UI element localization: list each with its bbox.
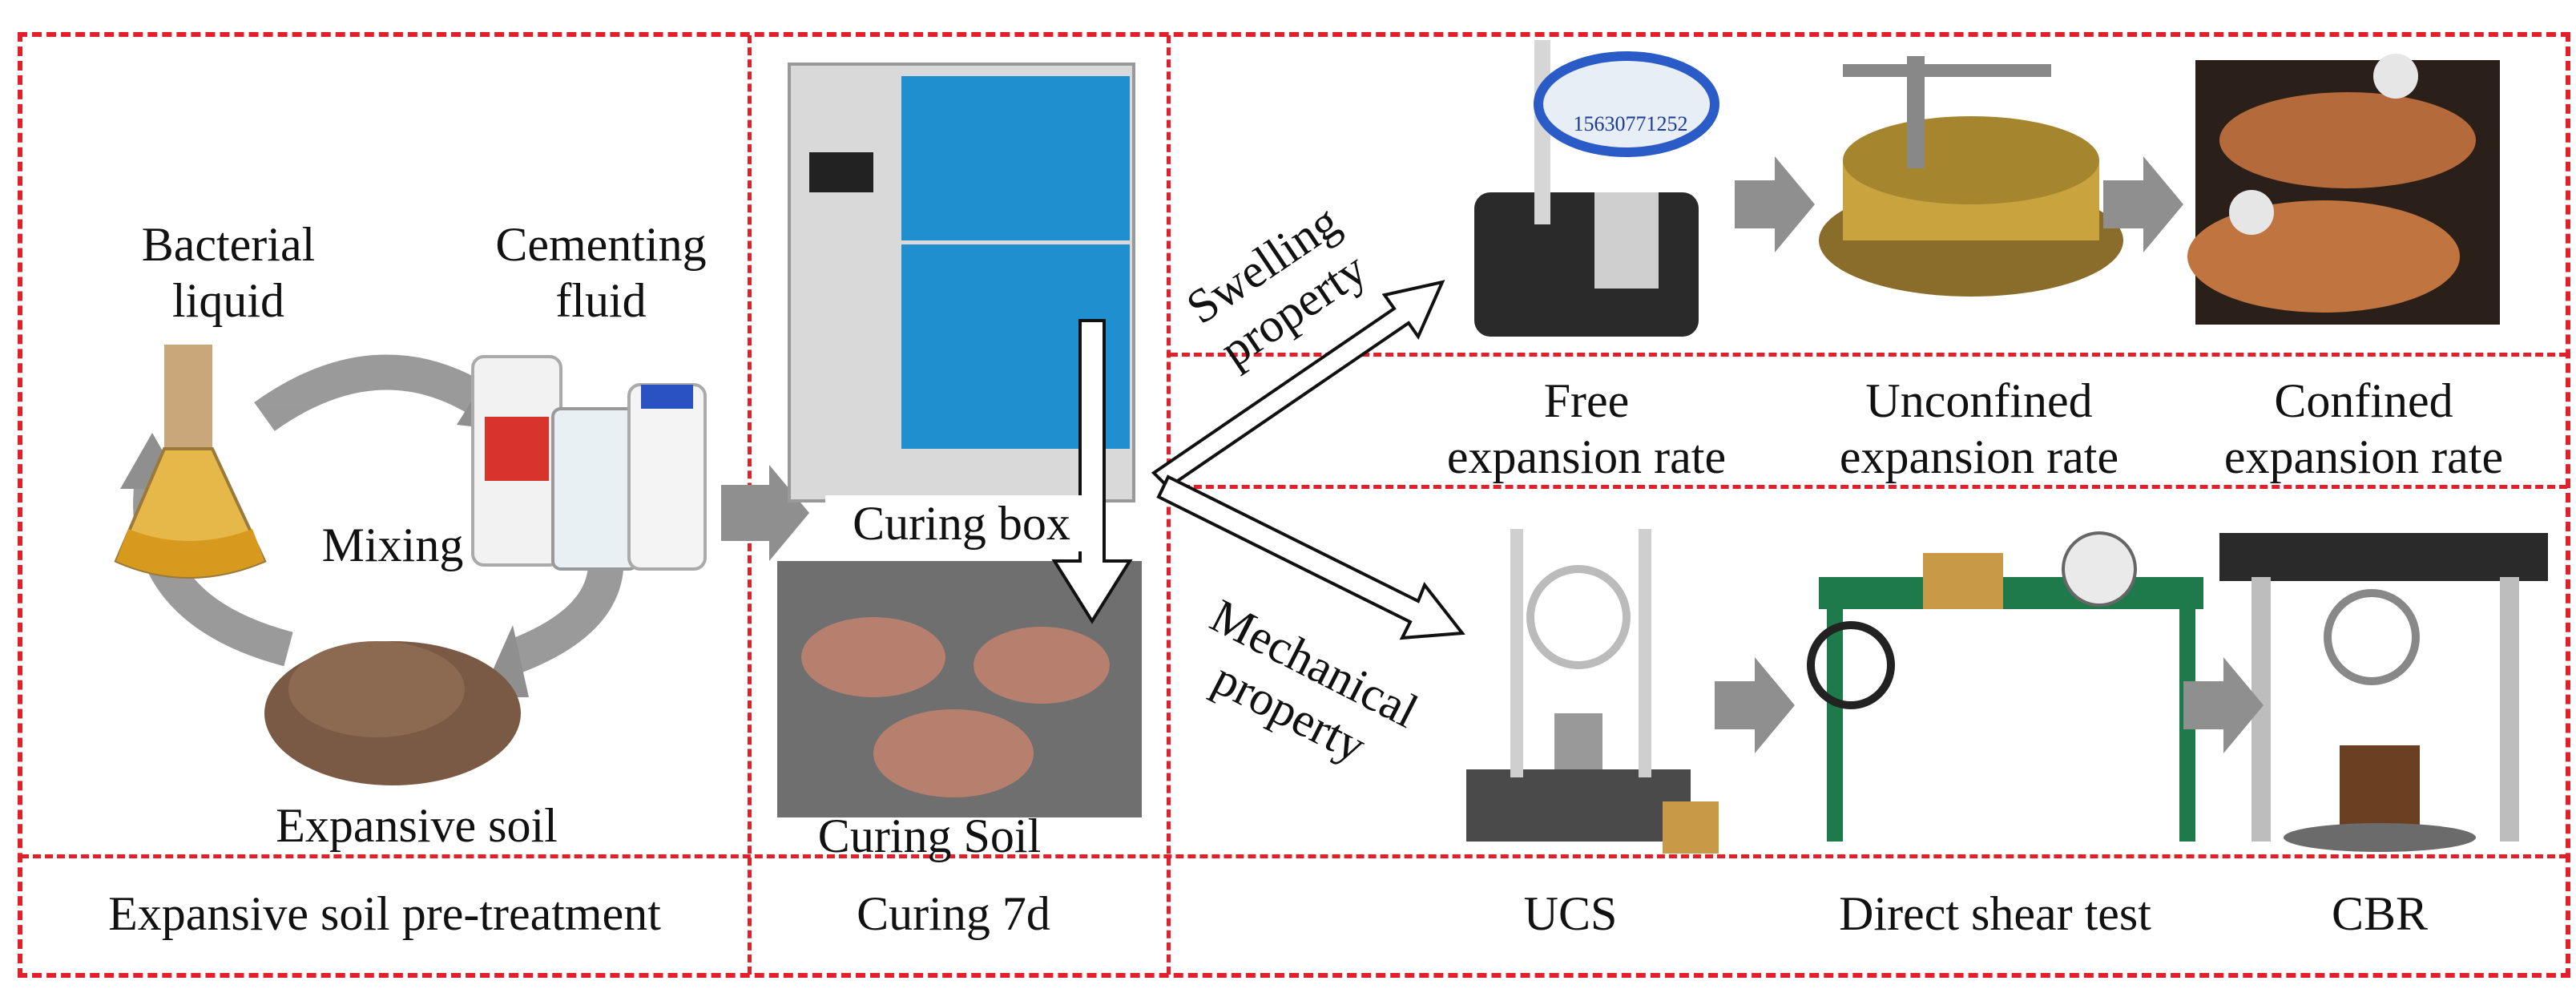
bacterial-flask-icon bbox=[114, 345, 267, 579]
curing-box-icon bbox=[788, 63, 1135, 503]
outer-dashed-frame bbox=[18, 32, 2570, 978]
free-expansion-device-icon bbox=[1474, 40, 1719, 337]
free-expansion-label: Free expansion rate bbox=[1446, 374, 1727, 483]
mixing-label: Mixing bbox=[321, 519, 464, 571]
curing-section-label: Curing 7d bbox=[857, 887, 1050, 940]
bacterial-liquid-label: Bacterial liquid bbox=[141, 218, 316, 327]
direct-shear-device-icon bbox=[1807, 531, 2203, 842]
curing-box-label: Curing box bbox=[825, 495, 1098, 551]
cementing-fluid-label: Cementing fluid bbox=[495, 218, 707, 327]
arrow-box-to-soil bbox=[1051, 319, 1133, 624]
ucs-device-icon bbox=[1466, 529, 1719, 854]
direct-shear-label: Direct shear test bbox=[1839, 887, 2151, 940]
unconfined-expansion-label: Unconfined expansion rate bbox=[1839, 374, 2119, 483]
unconfined-expansion-device-icon bbox=[1819, 56, 2123, 297]
arrow-ucs-to-shear bbox=[1715, 657, 1795, 753]
cementing-bottles-icon bbox=[471, 355, 707, 571]
cbr-device-icon bbox=[2219, 533, 2548, 852]
curing-soil-label: Curing Soil bbox=[817, 809, 1042, 862]
expansive-soil-label: Expansive soil bbox=[276, 799, 558, 852]
divider-swelling-photos bbox=[1170, 353, 2567, 357]
arrow-to-mechanical bbox=[1156, 474, 1465, 640]
pretreatment-section-label: Expansive soil pre-treatment bbox=[108, 887, 661, 940]
arrow-free-to-unconfined bbox=[1735, 156, 1815, 252]
arrow-shear-to-cbr bbox=[2183, 657, 2264, 753]
confined-expansion-label: Confined expansion rate bbox=[2223, 374, 2504, 483]
arrow-unconfined-to-confined bbox=[2103, 156, 2183, 252]
arrow-pretreatment-to-curing bbox=[721, 465, 809, 561]
confined-expansion-device-icon bbox=[2187, 54, 2500, 325]
divider-curing-tests bbox=[1167, 35, 1171, 975]
arrow-to-swelling bbox=[1151, 280, 1445, 490]
free-device-serial: 15630771252 bbox=[1573, 112, 1688, 135]
divider-swelling-labels bbox=[1170, 485, 2567, 489]
ucs-label: UCS bbox=[1523, 887, 1618, 940]
cbr-label: CBR bbox=[2331, 887, 2429, 940]
divider-bottom-labels bbox=[21, 854, 2567, 858]
